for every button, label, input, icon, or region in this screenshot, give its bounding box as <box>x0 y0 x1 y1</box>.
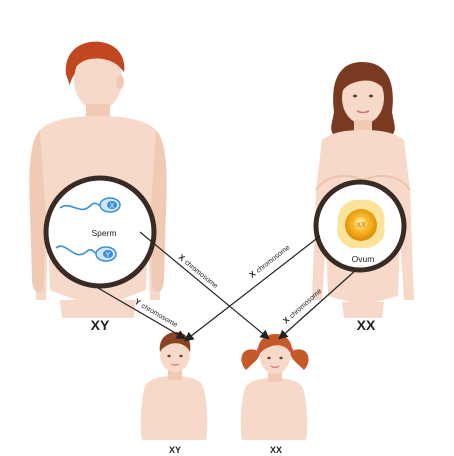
father-genotype-label: XY <box>91 317 110 333</box>
boy-figure <box>140 332 208 440</box>
arrow-label-father-x-word: chromosome <box>183 259 219 290</box>
inheritance-arrows <box>97 231 357 342</box>
girl-genotype-label: XX <box>270 445 282 455</box>
arrow-label-mother-x1: X chromosome <box>248 244 292 280</box>
arrow-label-father-y-letter: Y <box>133 297 143 308</box>
ovum-label: Ovum <box>352 254 375 264</box>
ovum-cell-circle: XX Ovum <box>313 179 407 273</box>
arrow-label-father-x-letter: X <box>177 253 187 264</box>
arrow-label-mother-x1-word: chromosome <box>255 244 291 274</box>
sperm-cell-circle: X Y Sperm <box>43 175 157 289</box>
sperm-y-icon: Y <box>55 245 117 262</box>
arrow-father-x <box>139 231 270 340</box>
sperm-x-icon: X <box>59 197 121 213</box>
arrow-label-mother-x1-letter: X <box>248 269 258 280</box>
girl-figure <box>240 334 309 440</box>
arrow-mother-x-boy <box>184 235 321 342</box>
boy-genotype-label: XY <box>169 445 181 455</box>
mother-genotype-label: XX <box>357 317 376 333</box>
arrow-mother-x-girl <box>278 269 357 340</box>
arrow-label-mother-x2: X chromosome <box>281 288 323 326</box>
sperm-y-glyph: Y <box>106 252 111 259</box>
ovum-nucleus-label: XX <box>356 222 366 229</box>
sperm-x-glyph: X <box>110 203 115 210</box>
arrow-father-y <box>97 287 187 340</box>
sperm-label: Sperm <box>91 228 116 238</box>
arrow-label-father-x: X chromosome <box>177 253 219 291</box>
ovum-icon: XX <box>337 199 385 249</box>
arrow-label-mother-x2-letter: X <box>281 315 291 326</box>
